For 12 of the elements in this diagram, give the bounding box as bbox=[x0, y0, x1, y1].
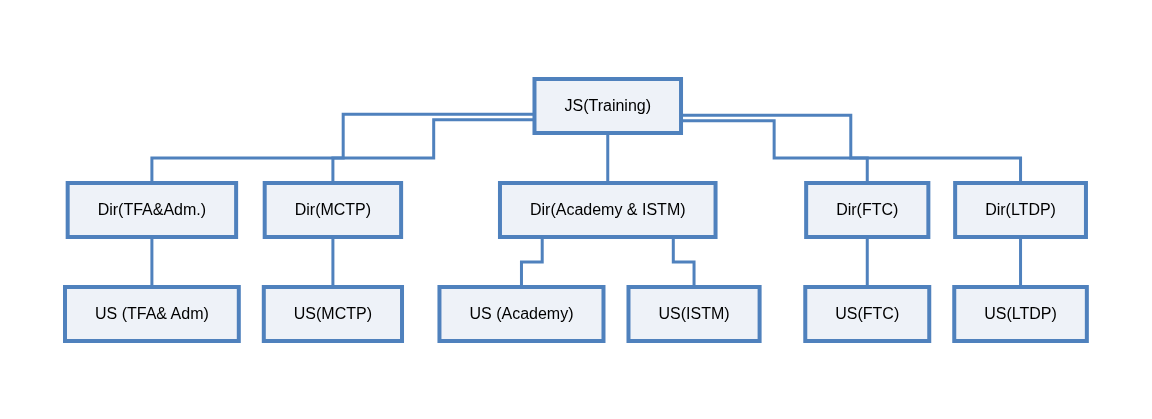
node-box: US (Academy) bbox=[437, 284, 606, 343]
node-box: US(ISTM) bbox=[626, 284, 762, 343]
node-box: US(LTDP) bbox=[952, 284, 1089, 343]
node-box: Dir(MCTP) bbox=[262, 180, 404, 239]
node-box: Dir(TFA&Adm.) bbox=[65, 180, 239, 239]
node-box: JS(Training) bbox=[532, 76, 684, 135]
node-box: Dir(FTC) bbox=[804, 180, 931, 239]
node-box: Dir(LTDP) bbox=[953, 180, 1089, 239]
node-box: US(MCTP) bbox=[261, 284, 405, 343]
node-box: Dir(Academy & ISTM) bbox=[498, 180, 718, 239]
node-box: US(FTC) bbox=[803, 284, 932, 343]
node-box: US (TFA& Adm) bbox=[63, 284, 241, 343]
